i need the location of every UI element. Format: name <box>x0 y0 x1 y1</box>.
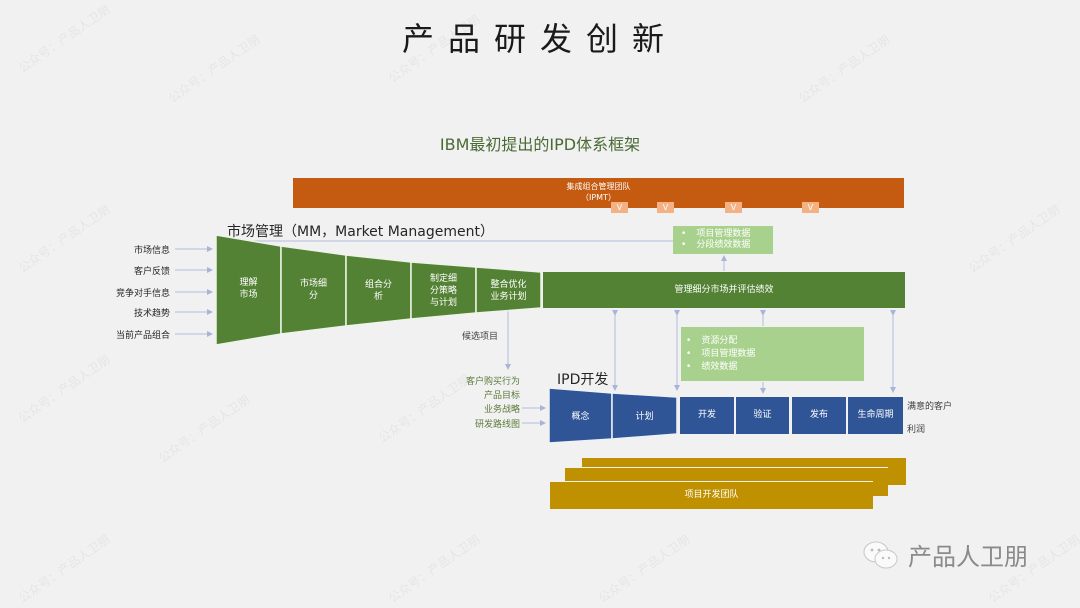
team-bar-front: 项目开发团队 <box>550 481 873 509</box>
feedback-item: 资源分配 <box>686 335 864 348</box>
ipd-input-label: 产品目标 <box>483 391 520 401</box>
feedback-item: 分段绩效数据 <box>681 240 773 251</box>
stage-text: 分 <box>308 291 318 301</box>
page-title: 产品研发创新 <box>401 20 678 58</box>
brand-name: 产品人卫朋 <box>908 543 1028 571</box>
stage-text: 制定细 <box>429 274 457 284</box>
mm-input-label: 技术趋势 <box>133 309 170 319</box>
output-profit: 利润 <box>907 425 926 435</box>
mm-section-title: 市场管理（MM，Market Management） <box>227 224 494 240</box>
ipd-stage-plan: 计划 <box>635 412 654 422</box>
ipd-input-label: 业务战略 <box>483 405 520 415</box>
mm-stage-integrate-plan: 整合优化 业务计划 <box>476 279 541 303</box>
decision-badge: V <box>802 202 819 213</box>
stage-text: 理解 <box>239 278 258 288</box>
feedback-item: 绩效数据 <box>686 361 864 374</box>
mm-manage-segments-bar: 管理细分市场并评估绩效 <box>543 272 905 308</box>
stage-text: 分策略 <box>429 286 457 296</box>
team-label: 项目开发团队 <box>684 490 739 500</box>
wechat-icon <box>863 541 898 568</box>
ipd-input-label: 研发路线图 <box>474 420 520 430</box>
mm-input-label: 当前产品组合 <box>115 331 170 341</box>
ipmt-label: 集成组合管理团队 <box>566 182 631 191</box>
decision-badge: V <box>725 202 742 213</box>
brand-mark: 产品人卫朋 <box>862 537 1028 572</box>
output-satisfied-customers: 满意的客户 <box>907 402 953 412</box>
stage-text: 业务计划 <box>490 292 527 302</box>
ipd-stage-launch: 发布 <box>792 397 846 434</box>
stage-text: 与计划 <box>429 298 457 308</box>
ipd-section-title: IPD开发 <box>557 372 609 388</box>
stage-text: 市场细 <box>299 279 327 289</box>
mm-input-label: 市场信息 <box>133 246 170 256</box>
mm-stage-segment-market: 市场细 分 <box>281 278 346 302</box>
mm-stage-understand-market: 理解 市场 <box>216 277 281 301</box>
decision-badge: V <box>611 202 628 213</box>
stage-text: 组合分 <box>364 280 392 290</box>
stage-text: 析 <box>373 292 383 302</box>
mm-input-label: 竞争对手信息 <box>115 289 170 299</box>
feedback-item: 项目管理数据 <box>686 348 864 361</box>
ipd-stage-develop: 开发 <box>680 397 734 434</box>
mm-input-label: 客户反馈 <box>133 267 170 277</box>
feedback-box-mid: 资源分配 项目管理数据 绩效数据 <box>681 327 864 381</box>
mm-stage-strategy-plan: 制定细 分策略 与计划 <box>411 273 476 309</box>
feedback-item: 项目管理数据 <box>681 229 773 240</box>
ipmt-abbrev: （IPMT） <box>581 193 616 202</box>
candidate-projects-label: 候选项目 <box>462 332 499 342</box>
ipd-stage-concept: 概念 <box>571 412 590 422</box>
mm-stage-portfolio-analysis: 组合分 析 <box>346 279 411 303</box>
ipd-input-label: 客户购买行为 <box>465 377 520 387</box>
diagram-subtitle: IBM最初提出的IPD体系框架 <box>439 135 641 154</box>
stage-text: 整合优化 <box>490 280 527 290</box>
ipd-stage-verify: 验证 <box>736 397 789 434</box>
stage-text: 市场 <box>239 290 258 300</box>
decision-badge: V <box>657 202 674 213</box>
ipd-stage-lifecycle: 生命周期 <box>848 397 903 434</box>
feedback-box-top: 项目管理数据 分段绩效数据 <box>673 226 773 254</box>
